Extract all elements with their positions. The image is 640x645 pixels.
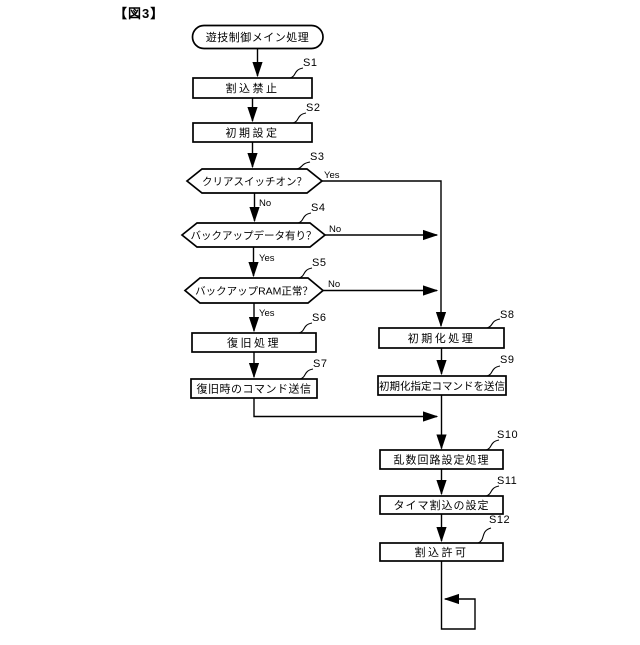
squiggle-s11: [485, 485, 500, 497]
s4-yes-label: Yes: [259, 253, 275, 264]
node-s7: 復旧時のコマンド送信: [190, 378, 318, 399]
squiggle-s9: [486, 365, 501, 377]
branch-labels: Yes No No Yes No Yes: [259, 170, 341, 319]
s1-process-shape: [192, 77, 313, 99]
node-s10: 乱数回路設定処理: [379, 449, 504, 470]
edge-s7-to-join: [253, 398, 439, 422]
flow-edges: [247, 48, 476, 630]
s3-no-label: No: [259, 198, 271, 209]
squiggle-s1: [289, 67, 304, 79]
step-label-s1: S1: [303, 57, 317, 69]
s1-text: 割込禁止: [226, 81, 280, 95]
s2-text: 初期設定: [226, 126, 280, 140]
node-s8: 初期化処理: [378, 327, 505, 349]
squiggle-s12: [477, 527, 492, 544]
edge-s12-infinite-loop: [440, 561, 476, 630]
s5-decision-shape: [183, 277, 325, 304]
node-s9: 初期化指定コマンドを送信: [377, 375, 507, 396]
node-start: 遊技制御メイン処理: [191, 24, 324, 50]
s9-process-shape: [377, 375, 507, 396]
s7-text: 復旧時のコマンド送信: [197, 382, 312, 396]
s8-process-shape: [378, 327, 505, 349]
s3-decision-shape: [185, 168, 324, 194]
step-label-s3: S3: [310, 151, 324, 163]
step-label-s12: S12: [489, 514, 510, 526]
step-label-s11: S11: [497, 475, 517, 487]
s11-text: タイマ割込の設定: [394, 498, 490, 512]
s12-text: 割込許可: [415, 545, 469, 559]
s8-text: 初期化処理: [408, 331, 476, 345]
squiggle-s4: [297, 212, 312, 224]
s5-yes-label: Yes: [259, 308, 275, 319]
node-s12: 割込許可: [379, 542, 504, 562]
step-label-s5: S5: [312, 257, 326, 269]
node-s11: タイマ割込の設定: [379, 495, 504, 515]
s10-text: 乱数回路設定処理: [394, 453, 490, 467]
s2-process-shape: [192, 122, 313, 143]
node-s1: 割込禁止: [192, 77, 313, 99]
s4-decision-shape: [180, 222, 327, 248]
node-s5: バックアップRAM正常？: [183, 277, 325, 304]
start-text: 遊技制御メイン処理: [206, 30, 310, 44]
squiggle-s3: [296, 161, 311, 170]
step-label-s9: S9: [500, 354, 514, 366]
squiggle-s10: [485, 439, 500, 451]
s6-process-shape: [191, 332, 317, 353]
s10-process-shape: [379, 449, 504, 470]
squiggle-s8: [486, 318, 501, 329]
step-label-s10: S10: [497, 429, 518, 441]
s4-no-label: No: [329, 224, 341, 235]
start-terminator-shape: [191, 24, 324, 50]
step-reference-labels: S1 S2 S3 S4 S5 S6 S7 S8 S9 S10 S11 S12: [289, 57, 518, 544]
s7-process-shape: [190, 378, 318, 399]
edge-s3-yes-to-s8: [322, 180, 447, 328]
step-label-s4: S4: [311, 202, 325, 214]
step-label-s6: S6: [312, 312, 326, 324]
figure-number-label: 【図3】: [114, 6, 164, 21]
squiggle-s7: [299, 368, 314, 380]
squiggle-s5: [298, 267, 313, 279]
s12-process-shape: [379, 542, 504, 562]
node-s2: 初期設定: [192, 122, 313, 143]
step-label-s7: S7: [313, 358, 327, 370]
squiggle-s6: [298, 322, 313, 334]
s6-text: 復旧処理: [227, 337, 281, 350]
step-label-s8: S8: [500, 309, 514, 321]
node-s3: クリアスイッチオン？: [185, 168, 324, 194]
s9-text: 初期化指定コマンドを送信: [379, 380, 505, 393]
s5-no-label: No: [328, 279, 340, 290]
step-label-s2: S2: [306, 102, 320, 114]
squiggle-s2: [292, 112, 307, 124]
s3-yes-label: Yes: [324, 170, 340, 181]
s5-text: バックアップRAM正常？: [195, 285, 313, 298]
node-s4: バックアップデータ有り？: [180, 222, 327, 248]
s4-text: バックアップデータ有り？: [191, 229, 317, 242]
node-s6: 復旧処理: [191, 332, 317, 353]
s11-process-shape: [379, 495, 504, 515]
s3-text: クリアスイッチオン？: [202, 176, 307, 188]
